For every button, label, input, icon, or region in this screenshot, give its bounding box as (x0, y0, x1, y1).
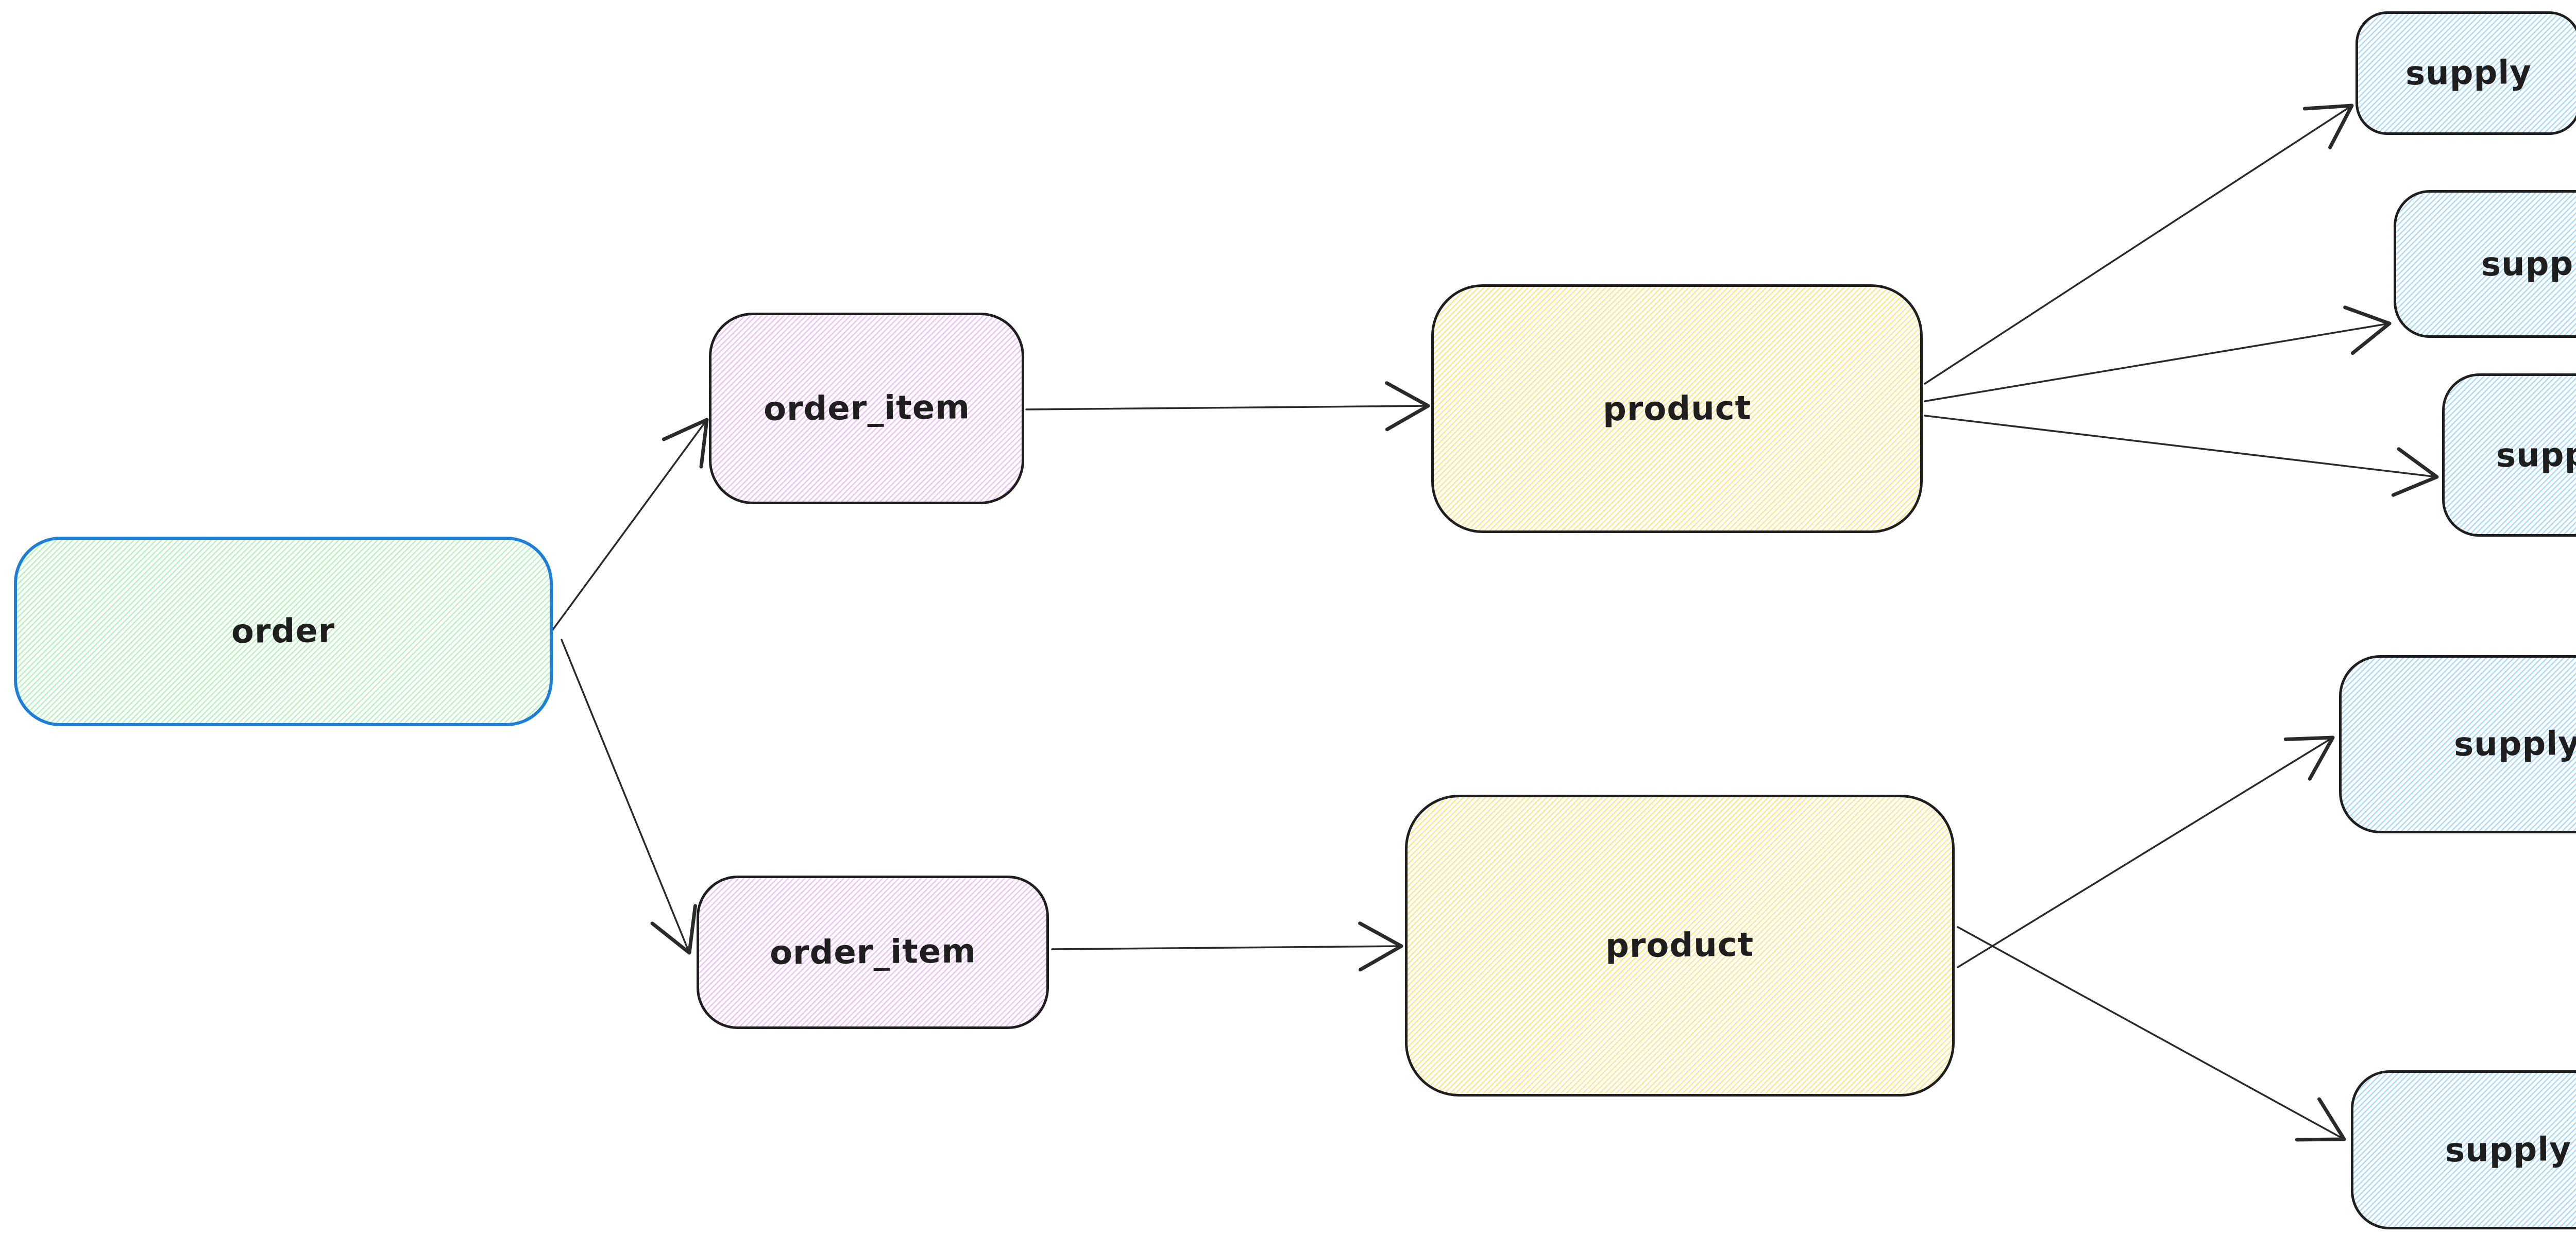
node-supply-1-label: supply (2405, 53, 2532, 93)
arrow-product_1-to-supply_3[interactable] (1924, 415, 2439, 497)
arrow-product_2-to-supply_4[interactable] (1957, 735, 2335, 968)
node-supply-4-label: supply (2453, 724, 2576, 764)
node-supply-5-label: supply (2445, 1130, 2571, 1170)
node-order[interactable]: order (14, 537, 553, 726)
node-product-1-label: product (1602, 389, 1752, 429)
arrow-order-to-order_item_1[interactable] (551, 418, 709, 631)
arrow-product_1-to-supply_2[interactable] (1924, 305, 2392, 402)
node-supply-1[interactable]: supply (2355, 11, 2576, 135)
arrow-order_item_1-to-product_1[interactable] (1025, 381, 1430, 432)
node-order-item-1-label: order_item (763, 388, 970, 429)
node-supply-5[interactable]: supply (2351, 1070, 2576, 1229)
arrow-order_item_2-to-product_2[interactable] (1051, 921, 1403, 972)
node-product-1[interactable]: product (1431, 284, 1923, 533)
node-supply-3[interactable]: supply (2442, 373, 2576, 537)
node-product-2[interactable]: product (1405, 795, 1955, 1097)
arrow-order-to-order_item_2[interactable] (561, 639, 697, 955)
arrow-product_2-to-supply_5[interactable] (1957, 926, 2346, 1142)
node-order-label: order (231, 612, 335, 651)
node-supply-2[interactable]: supply (2394, 190, 2576, 338)
arrow-product_1-to-supply_1[interactable] (1924, 104, 2354, 385)
node-order-item-2-label: order_item (769, 932, 976, 972)
node-order-item-1[interactable]: order_item (709, 313, 1024, 504)
node-product-2-label: product (1605, 926, 1754, 966)
node-order-item-2[interactable]: order_item (697, 876, 1049, 1029)
node-supply-3-label: supply (2496, 435, 2576, 475)
node-supply-2-label: supply (2481, 244, 2576, 284)
node-supply-4[interactable]: supply (2339, 655, 2576, 833)
